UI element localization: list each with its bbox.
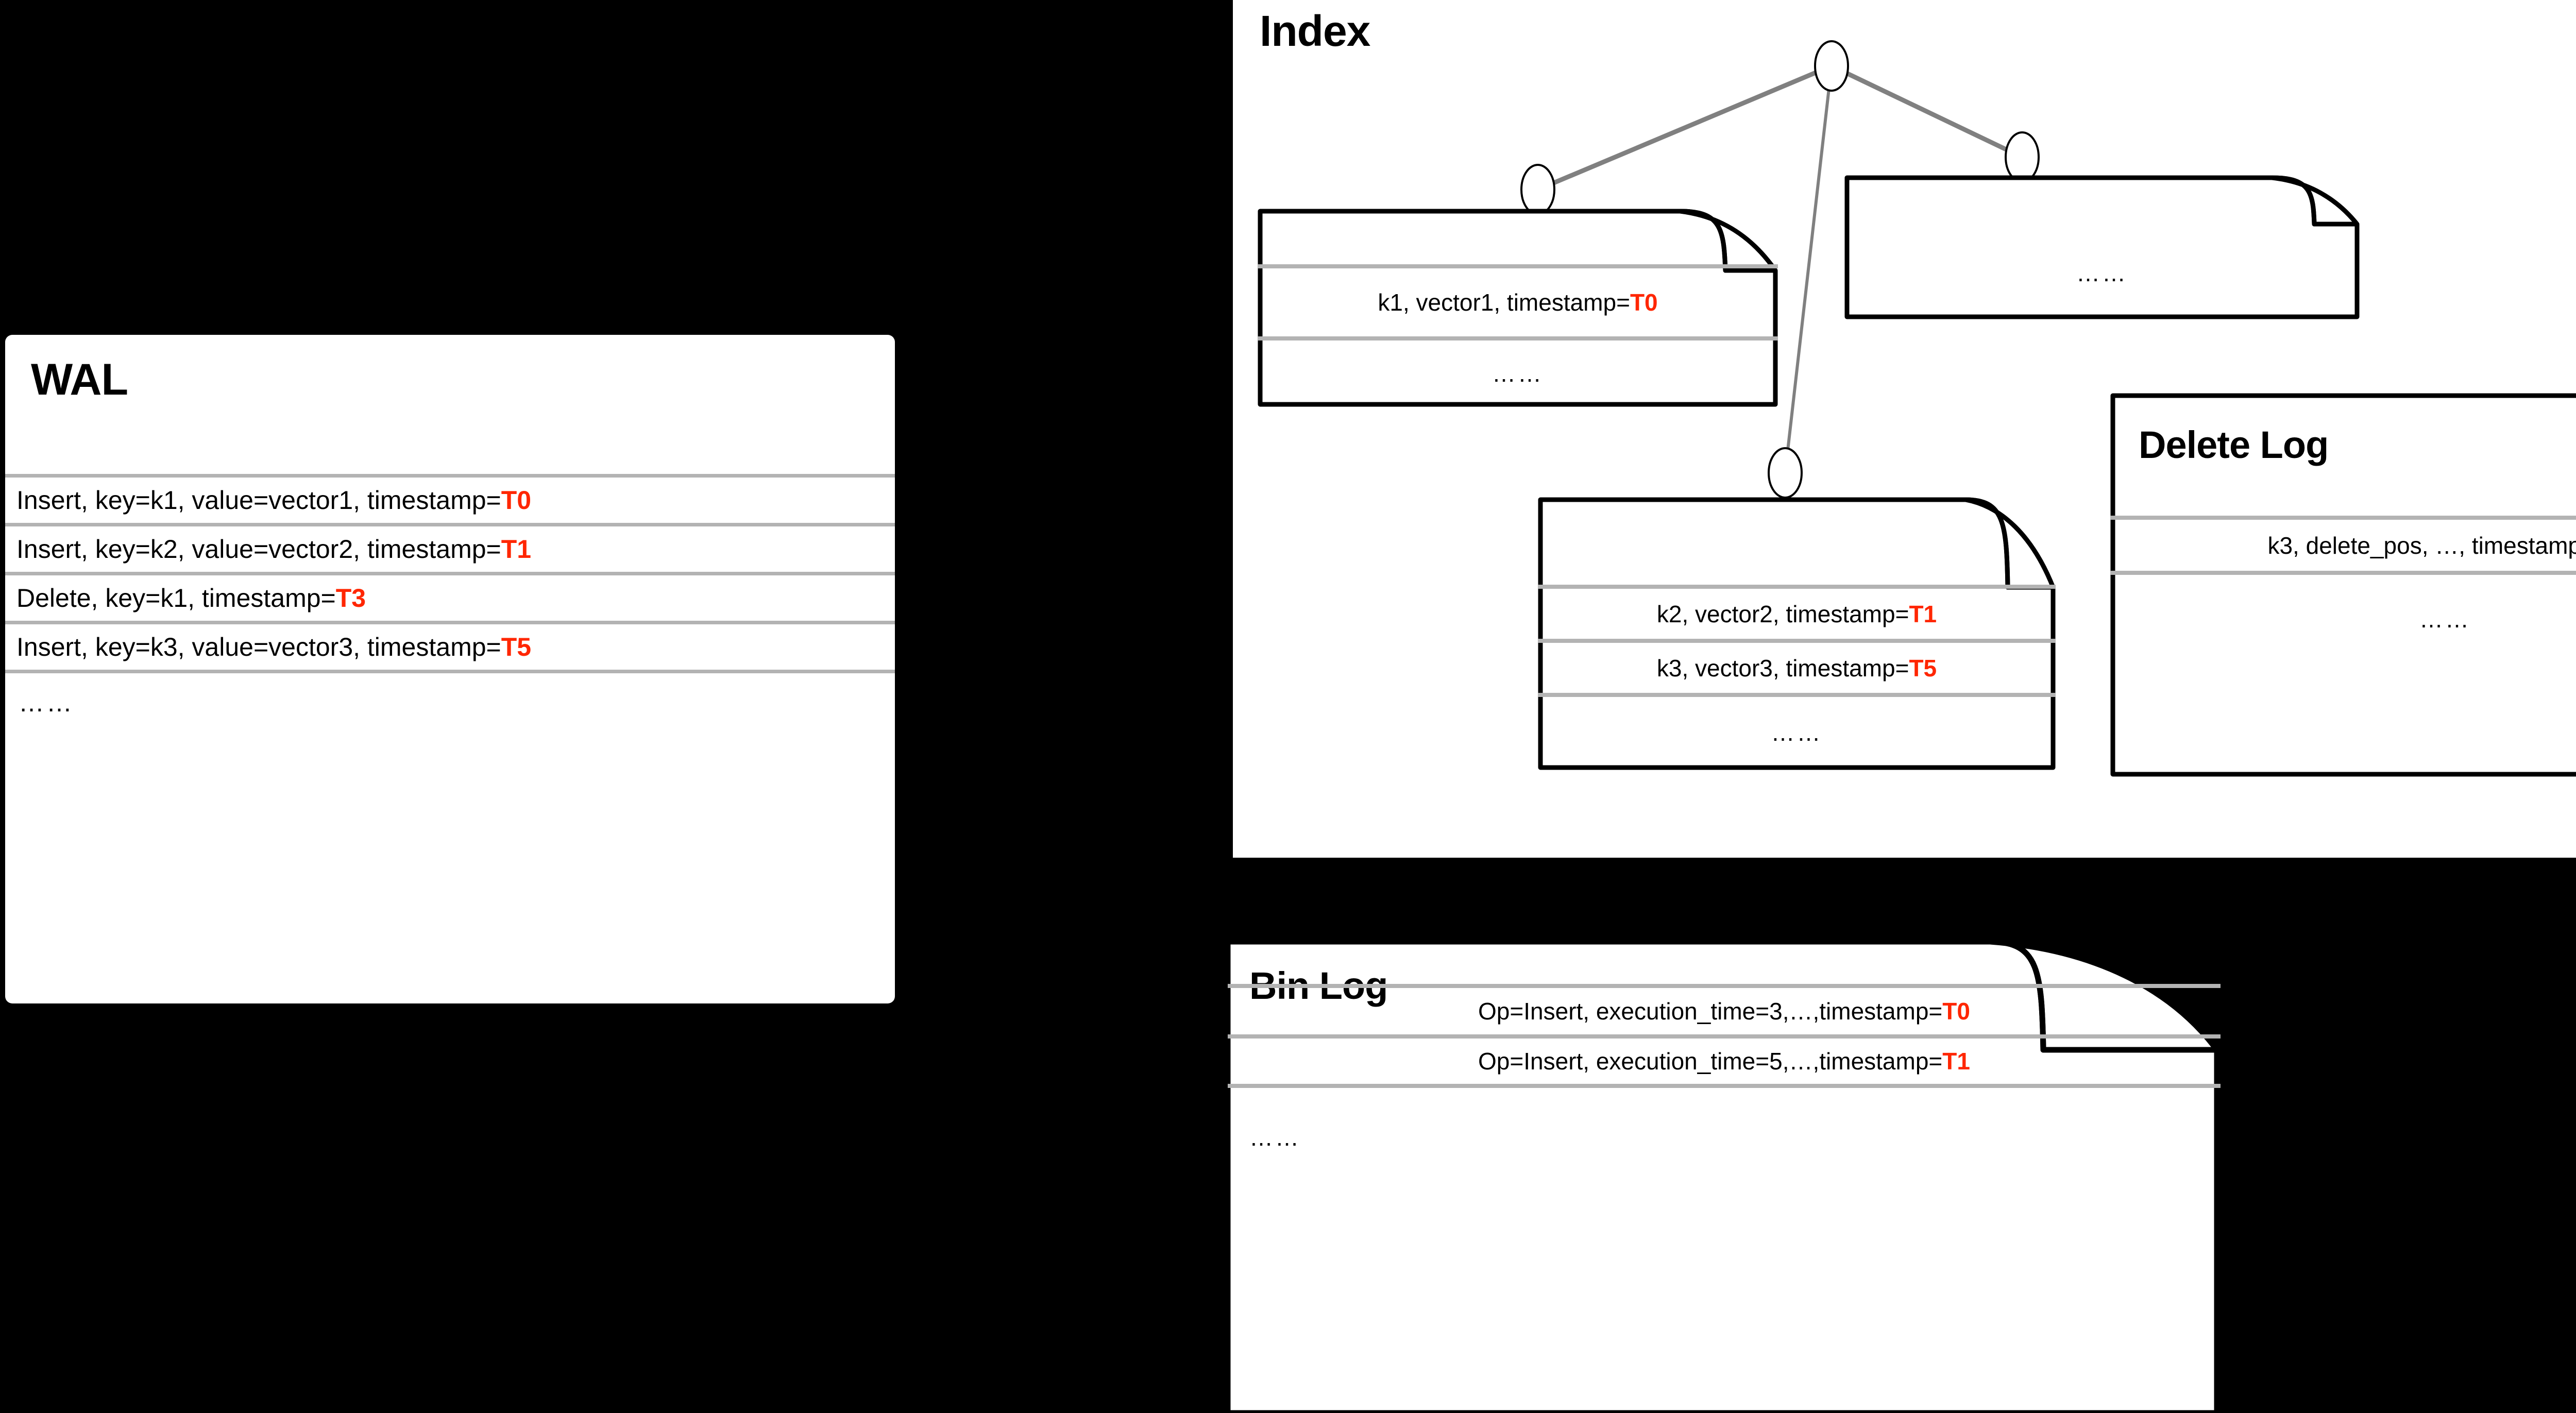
bin-log-row-text: ……	[1249, 1124, 1301, 1151]
segment-row: k3, vector3, timestamp=T5	[1538, 639, 2056, 693]
wal-row-timestamp: T1	[501, 535, 532, 564]
page-fold-shape	[1258, 209, 1778, 407]
delete-log-row-text: k3, delete_pos, …, timestamp=T3	[2267, 532, 2576, 559]
wal-row-text: Delete, key=k1, timestamp=T3	[16, 584, 366, 612]
wal-title: WAL	[31, 355, 128, 404]
page-fold-shape	[1228, 939, 2220, 1413]
wal-row-text: Insert, key=k1, value=vector1, timestamp…	[16, 486, 532, 515]
segment-row: ……	[1538, 693, 2056, 768]
delete-log-title: Delete Log	[2139, 423, 2329, 466]
segment-row-text: ……	[1771, 719, 1823, 746]
wal-row: Insert, key=k1, value=vector1, timestamp…	[5, 474, 895, 523]
delete-log-row-text: ……	[2419, 606, 2471, 633]
bin-log-row: ……	[1228, 1084, 2221, 1187]
wal-row-text: ……	[19, 688, 74, 717]
bin-log-row: Op=Insert, execution_time=3,…,timestamp=…	[1228, 984, 2221, 1034]
wal-panel: WAL Insert, key=k1, value=vector1, times…	[5, 335, 895, 1003]
index-segment-k1: k1, vector1, timestamp=T0 ……	[1258, 209, 1778, 407]
tree-node-root	[1814, 40, 1849, 92]
tree-node-right	[2005, 131, 2040, 183]
tree-edge-root-to-right	[1831, 63, 2023, 160]
wal-row: Insert, key=k2, value=vector2, timestamp…	[5, 523, 895, 572]
segment-row-timestamp: T5	[1909, 654, 1937, 682]
index-panel: Index k1, vector1, timestamp=T0 ……	[1233, 0, 2576, 858]
page-fold-shape	[2110, 393, 2576, 777]
wal-row-text: Insert, key=k3, value=vector3, timestamp…	[16, 633, 532, 661]
segment-row-timestamp: T1	[1909, 600, 1937, 627]
delete-log-row: ……	[2110, 571, 2576, 663]
bin-log-row-timestamp: T0	[1942, 998, 1970, 1025]
segment-row-text: ……	[1492, 360, 1544, 387]
bin-log-row: Op=Insert, execution_time=5,…,timestamp=…	[1228, 1034, 2221, 1084]
index-segment-ellipsis: ……	[1844, 175, 2360, 319]
segment-row: k1, vector1, timestamp=T0	[1258, 264, 1778, 336]
delete-log-panel: Delete Log k3, delete_pos, …, timestamp=…	[2110, 393, 2576, 777]
bin-log-panel: Bin Log Op=Insert, execution_time=3,…,ti…	[1228, 939, 2221, 1413]
segment-row: ……	[1844, 227, 2360, 319]
segment-row-text: k1, vector1, timestamp=T0	[1378, 289, 1658, 316]
wal-row-timestamp: T5	[501, 633, 532, 661]
segment-row-text: ……	[2076, 260, 2128, 286]
tree-node-left	[1520, 164, 1555, 215]
index-segment-k2-k3: k2, vector2, timestamp=T1 k3, vector3, t…	[1538, 497, 2056, 770]
index-title: Index	[1260, 7, 1370, 55]
segment-row: ……	[1258, 336, 1778, 406]
tree-edge-root-to-bottom	[1784, 65, 1833, 473]
segment-row: k2, vector2, timestamp=T1	[1538, 585, 2056, 639]
segment-row-text: k3, vector3, timestamp=T5	[1656, 654, 1937, 682]
segment-row-timestamp: T0	[1630, 289, 1658, 316]
wal-row: ……	[5, 670, 895, 731]
wal-row: Insert, key=k3, value=vector3, timestamp…	[5, 621, 895, 670]
tree-edge-root-to-left	[1537, 63, 1833, 192]
page-fold-shape	[1844, 175, 2360, 319]
wal-row-timestamp: T3	[335, 584, 366, 612]
bin-log-row-text: Op=Insert, execution_time=3,…,timestamp=…	[1478, 998, 1970, 1025]
tree-node-bottom	[1768, 447, 1803, 499]
delete-log-row: k3, delete_pos, …, timestamp=T3	[2110, 516, 2576, 571]
wal-row: Delete, key=k1, timestamp=T3	[5, 572, 895, 621]
segment-row-text: k2, vector2, timestamp=T1	[1656, 600, 1937, 627]
bin-log-row-text: Op=Insert, execution_time=5,…,timestamp=…	[1478, 1048, 1970, 1075]
wal-row-text: Insert, key=k2, value=vector2, timestamp…	[16, 535, 532, 564]
wal-row-timestamp: T0	[501, 486, 532, 515]
bin-log-row-timestamp: T1	[1942, 1048, 1970, 1075]
